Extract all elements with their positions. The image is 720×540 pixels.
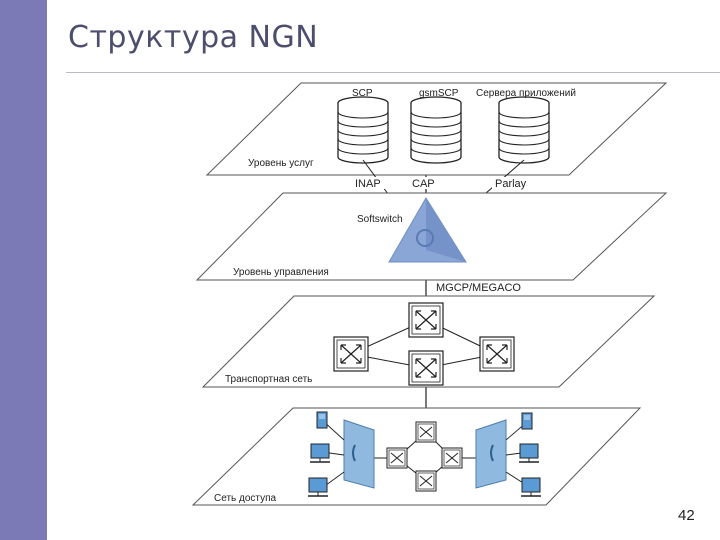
access-layer-label: Сеть доступа [214, 493, 277, 504]
page-number: 42 [678, 507, 695, 524]
scp-database-icon [337, 96, 389, 164]
mgcp-megaco-label: MGCP/MEGACO [436, 282, 521, 294]
services-layer-label: Уровень услуг [248, 158, 314, 169]
core-switch-icon [408, 350, 444, 386]
access-switch-icon [415, 470, 437, 492]
access-gateway-icon [343, 419, 375, 489]
transport-layer-label: Транспортная сеть [225, 374, 312, 385]
control-layer-label: Уровень управления [233, 267, 329, 278]
phone-icon [521, 412, 533, 430]
protocol-inap: INAP [355, 178, 381, 190]
ngn-diagram: Уровень услуг SCP gsmSCP Серверa приложе… [191, 82, 668, 506]
transport-layer-plane [201, 295, 656, 388]
slide-title: Структура NGN [68, 20, 319, 55]
gsmscp-database-icon [410, 96, 462, 164]
protocol-parlay: Parlay [495, 178, 527, 190]
core-switch-icon [408, 302, 444, 338]
db-label-app-servers: Серверa приложений [476, 88, 576, 99]
phone-icon [316, 411, 328, 429]
access-switch-icon [441, 447, 463, 469]
access-switch-icon [415, 421, 437, 443]
access-gateway-icon [475, 419, 507, 489]
core-switch-icon [333, 336, 369, 372]
db-label-scp: SCP [352, 88, 373, 99]
db-label-gsmscp: gsmSCP [419, 88, 459, 99]
softswitch-icon [388, 197, 467, 263]
title-divider [66, 72, 720, 73]
app-server-database-icon [498, 96, 550, 164]
core-switch-icon [479, 336, 515, 372]
protocol-cap: CAP [412, 178, 435, 190]
left-accent-bar [0, 0, 47, 540]
access-switch-icon [386, 447, 408, 469]
softswitch-label: Softswitch [357, 214, 403, 225]
